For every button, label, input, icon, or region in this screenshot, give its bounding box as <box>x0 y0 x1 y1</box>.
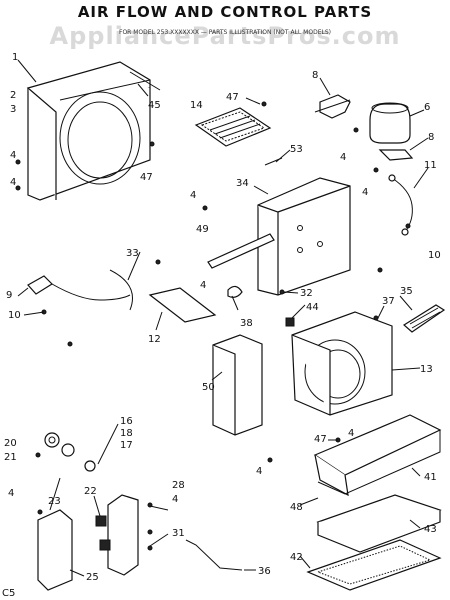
plate-12-part <box>148 287 217 323</box>
callout-17: 17 <box>120 440 133 451</box>
callout-31: 31 <box>172 528 185 539</box>
callout-34: 34 <box>236 178 249 189</box>
callout-23: 23 <box>48 496 61 507</box>
bracket-8-part <box>314 94 351 119</box>
callout-8b: 8 <box>428 132 434 143</box>
callout-53: 53 <box>290 144 303 155</box>
filter-pad-42-part <box>306 539 442 591</box>
callout-4d: 4 <box>190 190 196 201</box>
callout-33: 33 <box>126 248 139 259</box>
callout-44: 44 <box>306 302 319 313</box>
front-frame-part <box>26 61 161 201</box>
control-board-part <box>313 414 442 497</box>
callout-labels: 1 2 3 4 4 45 47 14 47 8 6 8 53 11 4 34 4… <box>2 52 441 599</box>
callout-35: 35 <box>400 286 413 297</box>
callout-22: 22 <box>84 486 97 497</box>
callout-28: 28 <box>172 480 185 491</box>
knob-assembly-part <box>44 432 96 472</box>
callout-47b: 47 <box>226 92 239 103</box>
callout-16: 16 <box>120 416 133 427</box>
callout-12: 12 <box>148 334 161 345</box>
callout-10b: 10 <box>8 310 21 321</box>
callout-4g: 4 <box>348 428 354 439</box>
callout-13: 13 <box>420 364 433 375</box>
callout-4h: 4 <box>256 466 262 477</box>
switch-panel-part <box>95 494 139 576</box>
duct-50-part <box>212 334 263 436</box>
callout-10a: 10 <box>428 250 441 261</box>
callout-4j: 4 <box>172 494 178 505</box>
block-44-part <box>285 317 295 327</box>
control-bracket-part <box>257 177 351 296</box>
callout-11: 11 <box>424 160 437 171</box>
callout-8a: 8 <box>312 70 318 81</box>
callout-47c: 47 <box>314 434 327 445</box>
callout-6: 6 <box>424 102 430 113</box>
callout-50: 50 <box>202 382 215 393</box>
bracket-8b-part <box>378 149 414 161</box>
power-cord-part <box>27 269 133 311</box>
callout-2: 2 <box>10 90 16 101</box>
callout-32: 32 <box>300 288 313 299</box>
callout-37: 37 <box>382 296 395 307</box>
callout-48: 48 <box>290 502 303 513</box>
capacitor-part <box>369 102 411 144</box>
callout-49: 49 <box>196 224 209 235</box>
callout-21: 21 <box>4 452 17 463</box>
callout-4c: 4 <box>340 152 346 163</box>
tray-43-part <box>316 494 442 553</box>
bracket-25-part <box>37 509 73 591</box>
leader-lines <box>17 59 429 577</box>
callout-4a: 4 <box>10 150 16 161</box>
callout-4f: 4 <box>200 280 206 291</box>
callout-20: 20 <box>4 438 17 449</box>
callout-41: 41 <box>424 472 437 483</box>
callout-47a: 47 <box>140 172 153 183</box>
diagram-title: AIR FLOW AND CONTROL PARTS <box>78 3 372 21</box>
callout-1: 1 <box>12 52 18 63</box>
clip-38-part <box>227 285 243 298</box>
blower-housing-part <box>291 311 393 416</box>
callout-14: 14 <box>190 100 203 111</box>
callout-38: 38 <box>240 318 253 329</box>
filter-part <box>194 107 272 147</box>
callout-3: 3 <box>10 104 16 115</box>
corner-code: C5 <box>2 588 15 599</box>
callout-4b: 4 <box>10 177 16 188</box>
callout-25: 25 <box>86 572 99 583</box>
callout-4i: 4 <box>8 488 14 499</box>
callout-45: 45 <box>148 100 161 111</box>
callout-36: 36 <box>258 566 271 577</box>
callout-18: 18 <box>120 428 133 439</box>
callout-4e: 4 <box>362 187 368 198</box>
rod-36-part <box>185 539 243 571</box>
watermark: AppliancePartsPros.com <box>50 22 401 50</box>
callout-9: 9 <box>6 290 12 301</box>
callout-42: 42 <box>290 552 303 563</box>
rail-49-part <box>207 233 275 269</box>
louver-35-part <box>402 304 446 333</box>
diagram-subtitle: FOR MODEL 253.XXXXXXX — PARTS ILLUSTRATI… <box>119 29 331 36</box>
callout-43: 43 <box>424 524 437 535</box>
